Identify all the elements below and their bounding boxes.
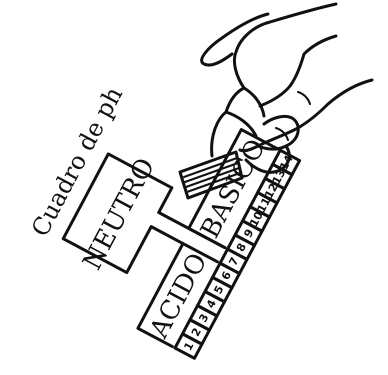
hand-outline — [202, 4, 372, 156]
ph-cell-number: 8 — [234, 241, 249, 254]
ph-cell-number: 3 — [196, 312, 211, 325]
ph-cell-number: 9 — [241, 227, 256, 240]
ph-cell-number: 7 — [226, 255, 241, 268]
ph-cell-number: 1 — [181, 340, 196, 353]
ph-cell-number: 2 — [189, 326, 204, 339]
neutral-label: NEUTRO — [77, 153, 161, 275]
ph-cell-number: 5 — [211, 283, 226, 296]
